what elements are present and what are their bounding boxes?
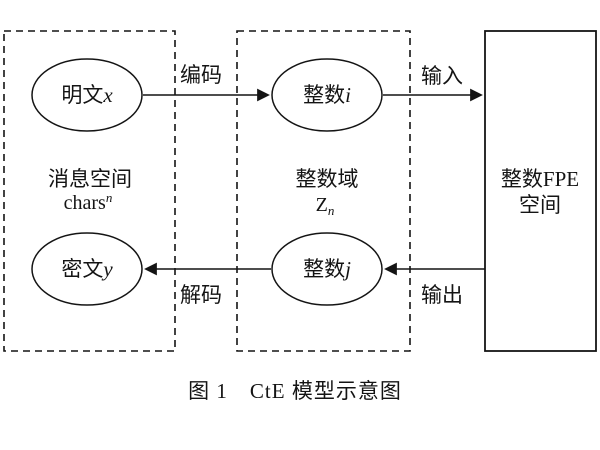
chars-superscript: n <box>106 190 113 205</box>
integer-j-var: j <box>342 257 351 281</box>
integer-i-text: 整数 <box>303 83 345 107</box>
message-space-box <box>3 30 176 352</box>
plaintext-label: 明文x <box>61 83 113 107</box>
message-space-formula: charsn <box>64 190 113 214</box>
plaintext-node <box>31 58 143 132</box>
z-subscript: n <box>328 203 335 218</box>
integer-i-node <box>271 58 383 132</box>
integer-j-node <box>271 232 383 306</box>
fpe-space-label-line2: 空间 <box>519 193 561 217</box>
integer-i-label: 整数i <box>303 83 351 107</box>
chars-base: chars <box>64 192 106 214</box>
integer-i-var: i <box>345 83 351 107</box>
ciphertext-var: y <box>101 257 113 281</box>
encode-arrow-label: 编码 <box>180 63 222 87</box>
input-arrow-label: 输入 <box>421 64 463 88</box>
integer-j-text: 整数 <box>303 257 345 281</box>
integer-domain-label: 整数域 <box>296 167 359 191</box>
plaintext-var: x <box>102 83 113 107</box>
ciphertext-label: 密文y <box>61 257 113 281</box>
ciphertext-node <box>31 232 143 306</box>
plaintext-text: 明文 <box>61 83 103 107</box>
integer-domain-formula: Zn <box>316 194 335 218</box>
decode-arrow-label: 解码 <box>180 283 222 307</box>
message-space-label: 消息空间 <box>48 167 132 191</box>
ciphertext-text: 密文 <box>61 257 103 281</box>
fpe-space-label-line1: 整数FPE <box>501 167 579 191</box>
integer-fpe-space-box <box>484 30 597 352</box>
integer-domain-box <box>236 30 411 352</box>
integer-j-label: 整数j <box>303 257 351 281</box>
z-base: Z <box>316 194 328 216</box>
output-arrow-label: 输出 <box>421 283 463 307</box>
figure-caption: 图 1 CtE 模型示意图 <box>188 379 402 403</box>
